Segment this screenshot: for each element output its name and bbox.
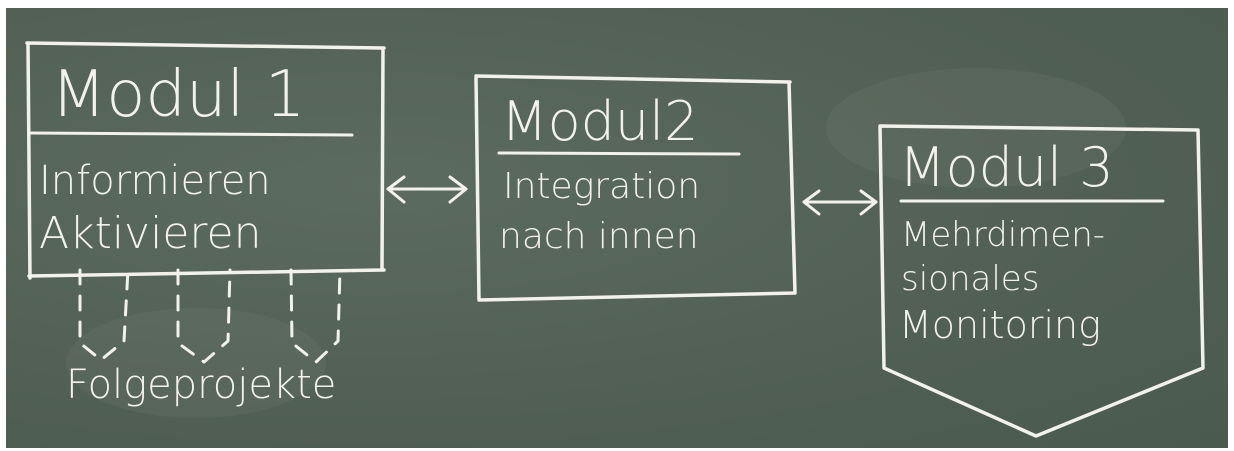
- module-3-box: Modul 3 Mehrdimen- sionales Monitoring: [878, 124, 1205, 438]
- double-arrow-1-2: [386, 175, 468, 204]
- module-2-line-1: Integration: [503, 166, 700, 207]
- module-1-line-2: Aktivieren: [39, 208, 261, 259]
- followup-arrows: [78, 268, 342, 364]
- module-3-line-2: sionales: [901, 259, 1039, 299]
- followup-label: Folgeprojekte: [66, 362, 336, 408]
- chalkboard: Modul 1 Informieren Aktivieren Folgeproj…: [6, 8, 1228, 448]
- double-arrow-2-3: [802, 189, 878, 216]
- board-smudge: [66, 308, 326, 418]
- module-3-title: Modul 3: [899, 136, 1114, 199]
- chalk-diagram: Modul 1 Informieren Aktivieren Folgeproj…: [25, 41, 1205, 438]
- module-2-box: Modul2 Integration nach innen: [474, 74, 797, 302]
- module-1-title: Modul 1: [51, 58, 305, 132]
- module-2-line-2: nach innen: [499, 216, 699, 257]
- module-1-box: Modul 1 Informieren Aktivieren: [25, 41, 386, 280]
- module-3-line-3: Monitoring: [899, 303, 1101, 347]
- module-2-title: Modul2: [501, 90, 699, 153]
- module-1-line-1: Informieren: [39, 158, 271, 204]
- module-3-line-1: Mehrdimen-: [901, 215, 1105, 255]
